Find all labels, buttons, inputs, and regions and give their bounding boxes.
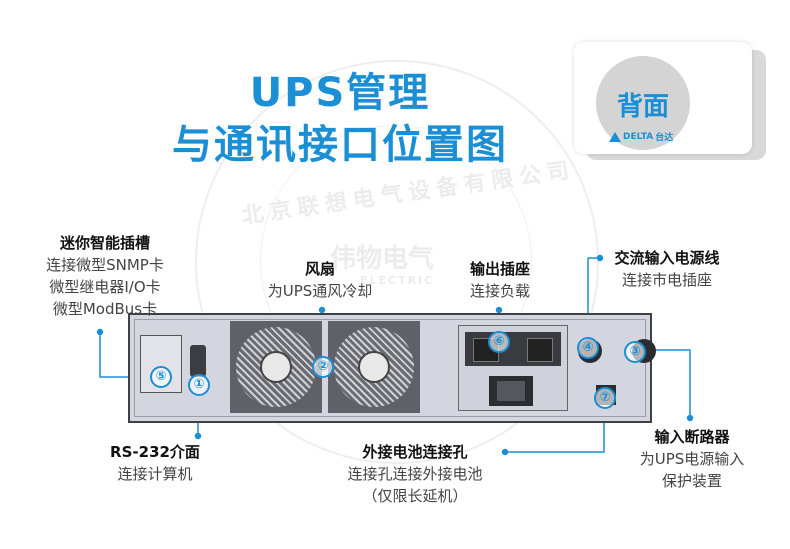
callout-title: 迷你智能插槽 (59, 234, 150, 252)
rs232-port (190, 345, 206, 377)
rear-view-badge: 背面 DELTA 台达 (574, 42, 766, 162)
callout-title: 输入断路器 (654, 428, 730, 446)
marker-7: ⑦ (594, 387, 616, 409)
callout-line: 保护装置 (661, 472, 722, 490)
delta-triangle-icon (609, 131, 621, 142)
callout-output: 输出插座 连接负载 (445, 258, 555, 302)
page-title-line2: 与通讯接口位置图 (172, 122, 508, 168)
callout-line: 连接负载 (469, 282, 530, 300)
watermark-sub-text: ELECTRIC (360, 274, 435, 287)
callout-ac-input: 交流输入电源线 连接市电插座 (602, 247, 732, 291)
page-title-line1: UPS管理 (249, 70, 431, 116)
iec-connector (489, 376, 533, 406)
callout-title: 风扇 (304, 260, 335, 278)
callout-battery: 外接电池连接孔 连接孔连接外接电池 （仅限长延机） (325, 441, 505, 507)
ups-rear-panel (128, 313, 656, 423)
marker-6: ⑥ (488, 331, 510, 353)
callout-line: 微型ModBus卡 (52, 300, 158, 318)
callout-breaker: 输入断路器 为UPS电源输入 保护装置 (622, 426, 762, 492)
callout-title: 输出插座 (469, 260, 530, 278)
output-socket (527, 338, 553, 362)
callout-title: 交流输入电源线 (614, 249, 720, 267)
callout-mini-slot: 迷你智能插槽 连接微型SNMP卡 微型继电器I/O卡 微型ModBus卡 (30, 232, 180, 320)
callout-line: 连接孔连接外接电池 (347, 465, 483, 483)
callout-line: 为UPS通风冷却 (267, 282, 373, 300)
marker-5: ⑤ (150, 366, 172, 388)
marker-3: ③ (624, 341, 646, 363)
fan-right (328, 321, 420, 413)
marker-1: ① (188, 374, 210, 396)
badge-label: 背面 (616, 92, 669, 122)
fan-left (230, 321, 322, 413)
callout-fan: 风扇 为UPS通风冷却 (255, 258, 385, 302)
callout-line: 为UPS电源输入 (639, 450, 745, 468)
delta-logo: DELTA 台达 (609, 130, 673, 143)
callout-line: （仅限长延机） (362, 487, 468, 505)
marker-2: ② (312, 356, 334, 378)
watermark-ring (195, 60, 599, 464)
callout-rs232: RS-232介面 连接计算机 (95, 441, 215, 485)
callout-line: 连接计算机 (117, 465, 193, 483)
marker-4: ④ (577, 337, 599, 359)
callout-line: 连接微型SNMP卡 (46, 256, 164, 274)
callout-line: 连接市电插座 (621, 271, 712, 289)
callout-line: 微型继电器I/O卡 (49, 278, 161, 296)
output-outlet-panel (458, 325, 568, 411)
callout-title: 外接电池连接孔 (362, 443, 468, 461)
watermark-center-text: 伟物电气 (330, 244, 435, 274)
callout-title: RS-232介面 (110, 443, 200, 461)
